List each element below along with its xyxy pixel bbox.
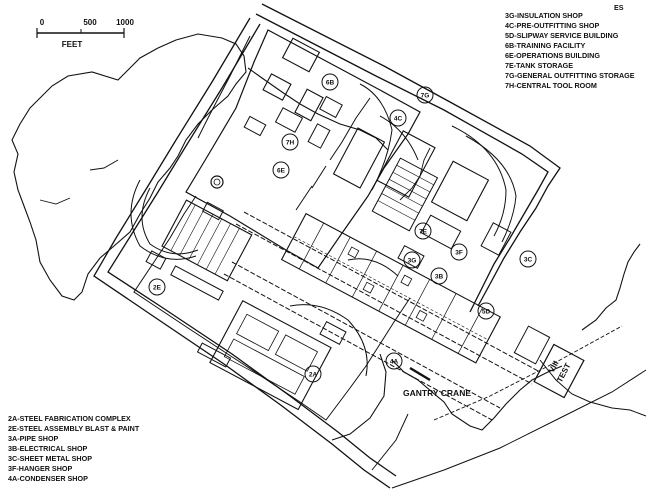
scale-tick-1000: 1000 — [116, 18, 134, 27]
code-7g: 7G — [421, 93, 430, 100]
legend-top-item: 3G-INSULATION SHOP — [505, 11, 583, 20]
code-3g: 3G — [408, 258, 417, 265]
scale-bar: 0 500 1000 FEET — [36, 18, 134, 49]
scale-unit: FEET — [62, 40, 83, 49]
gantry-crane-label: GANTRY CRANE — [403, 388, 471, 398]
code-6e: 6E — [277, 168, 286, 175]
legend-top-item: 6B-TRAINING FACILITY — [505, 41, 585, 50]
marker-3b: 3B — [430, 267, 448, 285]
code-5d: 5D — [482, 309, 491, 316]
code-4a: 4A — [390, 359, 399, 366]
legend-bottom-item: 4A-CONDENSER SHOP — [8, 474, 88, 483]
code-4c: 4C — [394, 116, 403, 123]
code-3c: 3C — [524, 257, 533, 264]
legend-bottom-item: 3B-ELECTRICAL SHOP — [8, 444, 88, 453]
legend-top-item: 5D-SLIPWAY SERVICE BUILDING — [505, 31, 619, 40]
legend-bottom-item: 3F-HANGER SHOP — [8, 464, 73, 473]
corner-mark: ES — [614, 3, 624, 12]
site-roads — [93, 3, 647, 489]
marker-2e: 2E — [148, 278, 166, 296]
code-2a: 2A — [309, 372, 318, 379]
marker-3f: 3F — [450, 243, 468, 261]
legend-bottom: 2A-STEEL FABRICATION COMPLEX 2E-STEEL AS… — [8, 414, 140, 483]
marker-7g: 7G — [416, 86, 434, 104]
building-code-markers: 6B 7G 4C 7H 6E 7E 3F 3G — [148, 73, 537, 383]
legend-top: 3G-INSULATION SHOP 4C-PRE-OUTFITTING SHO… — [505, 11, 635, 90]
legend-top-item: 7E-TANK STORAGE — [505, 61, 573, 70]
code-3b: 3B — [435, 274, 444, 281]
marker-7e: 7E — [414, 222, 432, 240]
code-7e: 7E — [419, 229, 428, 236]
legend-bottom-item: 2A-STEEL FABRICATION COMPLEX — [8, 414, 131, 423]
marker-3c: 3C — [519, 250, 537, 268]
gantry-crane-tracks — [223, 211, 541, 421]
code-3f: 3F — [455, 250, 463, 257]
marker-4c: 4C — [389, 109, 407, 127]
code-7h: 7H — [286, 140, 295, 147]
code-2e: 2E — [153, 285, 162, 292]
shoreline — [11, 33, 647, 431]
marker-6b: 6B — [321, 73, 339, 91]
legend-top-item: 4C-PRE-OUTFITTING SHOP — [505, 21, 599, 30]
marker-3g: 3G — [403, 251, 421, 269]
marker-4a: 4A — [385, 352, 403, 370]
marker-7h: 7H — [281, 133, 299, 151]
yard-blocks — [130, 29, 517, 441]
marker-2a: 2A — [304, 365, 322, 383]
legend-bottom-item: 3C-SHEET METAL SHOP — [8, 454, 92, 463]
marker-6e: 6E — [272, 161, 290, 179]
code-6b: 6B — [326, 80, 335, 87]
scale-tick-0: 0 — [40, 18, 45, 27]
legend-top-item: 7H-CENTRAL TOOL ROOM — [505, 81, 597, 90]
legend-bottom-item: 2E-STEEL ASSEMBLY BLAST & PAINT — [8, 424, 140, 433]
legend-top-item: 6E-OPERATIONS BUILDING — [505, 51, 600, 60]
scale-tick-500: 500 — [83, 18, 97, 27]
marker-5d: 5D — [477, 302, 495, 320]
legend-bottom-item: 3A-PIPE SHOP — [8, 434, 59, 443]
legend-top-item: 7G-GENERAL OUTFITTING STORAGE — [505, 71, 635, 80]
